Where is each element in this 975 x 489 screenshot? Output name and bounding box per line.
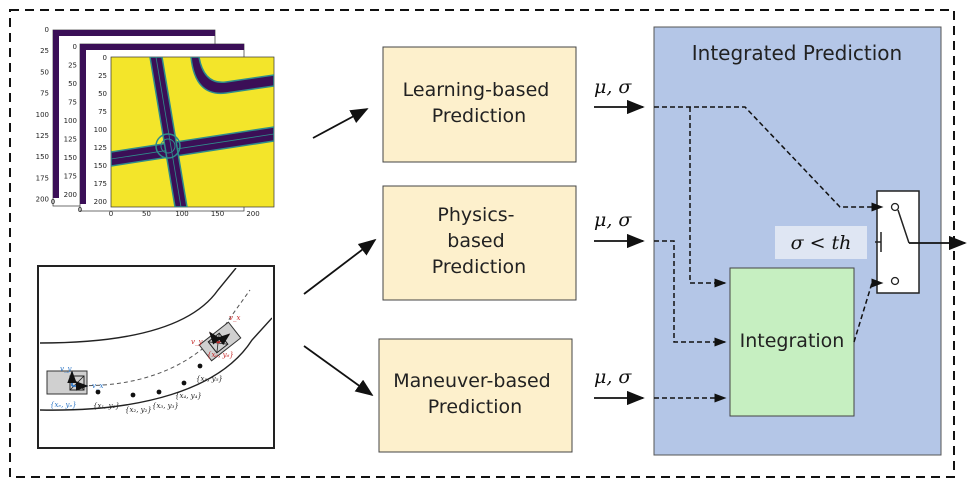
label-point-1: {x₁, y₁}	[93, 402, 120, 410]
x-tick-label: 100	[175, 210, 188, 218]
maneuver-line-2: Prediction	[428, 396, 522, 418]
trajectory-point	[181, 380, 187, 386]
dashed-learning-to-switch	[654, 106, 884, 212]
maneuver-based-prediction-label: Maneuver-based Prediction	[393, 370, 557, 418]
maneuver-line-1: Maneuver-based	[393, 370, 551, 392]
integration-box	[729, 267, 855, 417]
switch-component	[875, 190, 920, 294]
dashed-integration-to-switch	[853, 278, 884, 343]
map-intersection	[155, 133, 181, 159]
learning-based-prediction-box	[382, 46, 577, 163]
label-end-vx: v_x	[229, 314, 240, 322]
physics-line-3: Prediction	[432, 256, 526, 278]
trajectory-point	[156, 389, 162, 395]
x-tick-label: 0	[109, 210, 113, 218]
trajectory-point	[197, 363, 203, 369]
y-tick-label: 100	[36, 111, 49, 119]
y-tick-label: 150	[94, 162, 107, 170]
label-start-vy: v_y	[60, 365, 72, 373]
trajectory-panel-frame	[37, 265, 275, 449]
x-tick-label: 50	[142, 210, 151, 218]
mu-sigma-label-physics: μ, σ	[594, 209, 632, 231]
y-tick-label: 0	[103, 54, 107, 62]
map-plot-mid-edge-top	[80, 44, 244, 50]
y-tick-label: 200	[36, 196, 49, 204]
y-tick-label: 25	[40, 47, 49, 55]
road-inner-edge	[40, 317, 272, 411]
integration-label: Integration	[740, 330, 845, 352]
y-tick-label: 75	[98, 108, 107, 116]
y-tick-label: 150	[64, 154, 77, 162]
physics-line-1: Physics-	[437, 204, 514, 226]
label-end-pos: {x₆, y₆}	[207, 351, 234, 359]
y-tick-label: 50	[98, 90, 107, 98]
map-plot-front	[110, 56, 275, 208]
learning-line-1: Learning-based	[403, 79, 550, 101]
y-tick-label: 125	[36, 132, 49, 140]
arrow-map-to-learning	[312, 108, 369, 139]
y-tick-label: 0	[45, 26, 49, 34]
end-vehicle	[198, 321, 242, 362]
label-point-4: {x₄, y₄}	[175, 392, 202, 400]
map-plot-back-edge-left	[53, 30, 59, 198]
trajectory-point	[130, 392, 136, 398]
x-tick-label: 150	[211, 210, 224, 218]
dashed-learning-to-integration	[689, 107, 727, 288]
map-plot-back-edge-top	[53, 30, 215, 36]
trajectory-panel: v_y v_x {xₑ, yₑ} {x₁, y₁} {x₂, y₂} {x₃, …	[37, 265, 275, 449]
threshold-label-bg	[775, 226, 867, 259]
physics-line-2: based	[447, 230, 504, 252]
y-tick-label: 75	[68, 99, 77, 107]
map-plot-mid-edge-left	[80, 44, 86, 204]
label-point-5: {x₅, y₅}	[196, 375, 223, 383]
start-vehicle	[46, 370, 89, 395]
y-tick-label: 0	[73, 43, 77, 51]
x-tick-label: 0	[51, 198, 55, 206]
x-tick-label: 200	[246, 210, 259, 218]
y-tick-label: 25	[68, 62, 77, 70]
maneuver-based-prediction-box	[378, 338, 573, 453]
physics-based-prediction-box	[382, 185, 577, 301]
y-tick-label: 25	[98, 72, 107, 80]
mu-sigma-label-learning: μ, σ	[594, 76, 632, 98]
label-point-2: {x₂, y₂}	[125, 406, 152, 414]
y-tick-label: 200	[94, 198, 107, 206]
x-tick-label: 0	[78, 206, 82, 214]
label-start-vx: v_x	[92, 382, 103, 390]
map-road-curve	[190, 57, 274, 95]
y-tick-label: 175	[64, 173, 77, 181]
physics-based-prediction-label: Physics- based Prediction	[432, 204, 526, 278]
label-point-3: {x₃, y₃}	[152, 402, 179, 410]
arrow-traj-to-maneuver	[303, 345, 374, 397]
y-tick-label: 50	[40, 68, 49, 76]
y-tick-label: 125	[64, 136, 77, 144]
y-tick-label: 200	[64, 191, 77, 199]
y-tick-label: 100	[94, 126, 107, 134]
threshold-label: σ < th	[791, 232, 852, 254]
y-tick-label: 175	[94, 180, 107, 188]
label-end-vy: v_y	[191, 338, 203, 346]
y-tick-label: 125	[94, 144, 107, 152]
integrated-prediction-title: Integrated Prediction	[692, 41, 902, 65]
dashed-physics-to-integration	[654, 240, 727, 347]
y-tick-label: 75	[40, 90, 49, 98]
mu-sigma-label-maneuver: μ, σ	[594, 366, 632, 388]
arrow-traj-to-physics	[303, 238, 377, 295]
label-start-pos: {xₑ, yₑ}	[50, 401, 77, 409]
y-tick-label: 50	[68, 80, 77, 88]
y-tick-label: 100	[64, 117, 77, 125]
road-outer-edge	[40, 268, 237, 344]
y-tick-label: 150	[36, 153, 49, 161]
trajectory-point	[95, 389, 101, 395]
learning-based-prediction-label: Learning-based Prediction	[403, 79, 556, 127]
y-tick-label: 175	[36, 174, 49, 182]
learning-line-2: Prediction	[432, 105, 526, 127]
